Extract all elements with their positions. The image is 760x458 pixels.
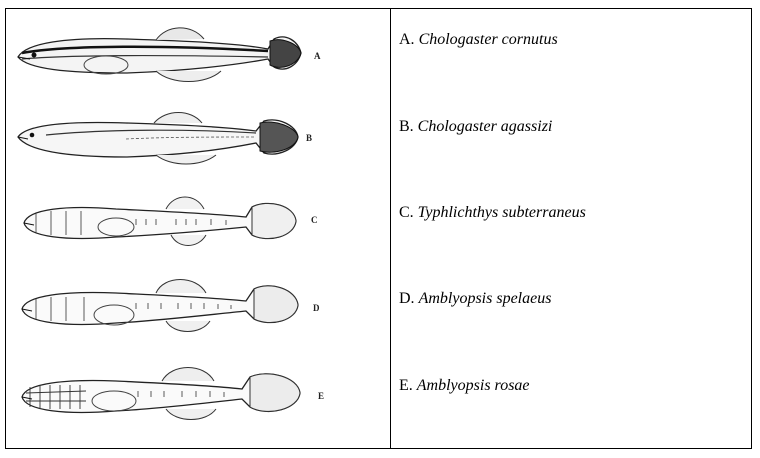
species-label-e: E. Amblyopsis rosae	[399, 377, 530, 395]
fish-letter-a: A	[314, 51, 321, 61]
label-column: A. Chologaster cornutus B. Chologaster a…	[391, 9, 751, 448]
species-label-c: C. Typhlichthys subterraneus	[399, 204, 586, 222]
fish-letter-e: E	[318, 391, 325, 401]
species-name-d: Amblyopsis spelaeus	[418, 290, 552, 307]
fish-drawing-a	[17, 27, 302, 82]
species-label-b: B. Chologaster agassizi	[399, 118, 552, 136]
species-prefix-c: C.	[399, 204, 414, 221]
species-prefix-e: E.	[399, 377, 413, 394]
figure-table: A B	[5, 8, 752, 449]
fish-drawing-d	[21, 279, 299, 332]
species-name-b: Chologaster agassizi	[417, 118, 553, 135]
fish-letter-c: C	[311, 215, 318, 225]
fish-illustration-a: A	[6, 13, 391, 93]
species-prefix-b: B.	[399, 118, 414, 135]
fish-letter-d: D	[313, 303, 320, 313]
fish-illustration-e: E	[6, 355, 391, 435]
fish-drawing-e	[21, 367, 301, 420]
fish-illustration-c: C	[6, 179, 391, 259]
species-label-d: D. Amblyopsis spelaeus	[399, 290, 551, 308]
species-name-a: Chologaster cornutus	[418, 31, 558, 48]
species-label-a: A. Chologaster cornutus	[399, 31, 558, 49]
fish-illustration-b: B	[6, 99, 391, 179]
species-name-c: Typhlichthys subterraneus	[417, 204, 586, 221]
fish-illustration-d: D	[6, 265, 391, 345]
species-name-e: Amblyopsis rosae	[416, 377, 530, 394]
fish-letter-b: B	[306, 133, 313, 143]
fish-drawing-b	[17, 112, 299, 165]
species-prefix-d: D.	[399, 290, 415, 307]
fish-drawing-c	[23, 196, 297, 246]
illustration-column: A B	[6, 9, 391, 448]
species-prefix-a: A.	[399, 31, 415, 48]
